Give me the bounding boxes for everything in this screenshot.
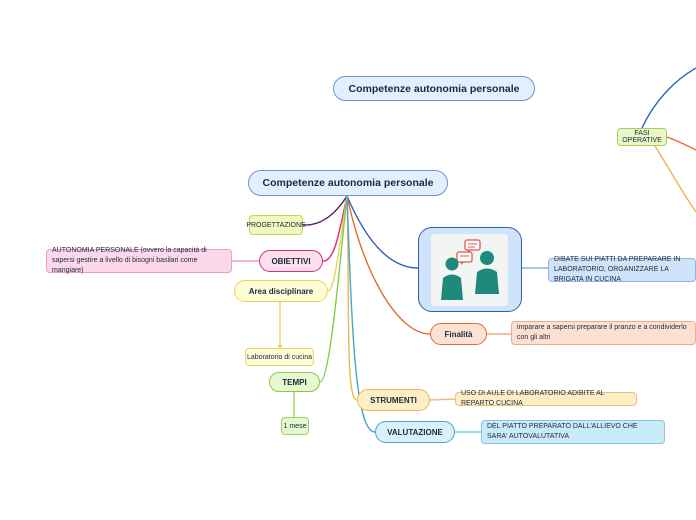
laboratorio-node[interactable]: Laboratorio di cucina (245, 348, 314, 366)
fasi-operative-node[interactable]: FASI OPERATIVE (617, 128, 667, 146)
dibate-note[interactable]: DIBATE SUI PIATTI DA PREPARARE IN LABORA… (548, 256, 696, 283)
link-area (327, 195, 348, 292)
obiettivi-note[interactable]: AUTONOMIA PERSONALE (ovvero la capacità … (46, 247, 232, 274)
link-tempi (319, 195, 348, 383)
area-arrow-head (277, 345, 283, 349)
link-strumenti-note (429, 398, 456, 401)
link-valutazione (346, 195, 376, 433)
obiettivi-node[interactable]: OBIETTIVI (259, 250, 323, 272)
link-fasi-down (654, 145, 696, 213)
central-topic[interactable]: Competenze autonomia personale (248, 170, 448, 196)
finalita-node[interactable]: Finalità (430, 323, 487, 345)
tempi-node[interactable]: TEMPI (269, 372, 320, 392)
mese-node[interactable]: 1 mese (281, 417, 309, 435)
link-fasi-right (666, 136, 696, 151)
link-finalita (346, 195, 431, 335)
link-fasi-up (641, 67, 696, 129)
top-title[interactable]: Competenze autonomia personale (333, 76, 535, 101)
discussion-image-node[interactable] (418, 227, 522, 312)
finalita-note[interactable]: imparare a sapersi preparare il pranzo e… (511, 321, 696, 345)
link-progettazione (302, 195, 348, 226)
area-disciplinare-node[interactable]: Area disciplinare (234, 280, 328, 302)
progettazione-node[interactable]: PROGETTAZIONE (246, 215, 306, 235)
valutazione-node[interactable]: VALUTAZIONE (375, 421, 455, 443)
strumenti-node[interactable]: STRUMENTI (357, 389, 430, 411)
link-image (346, 195, 419, 269)
two-people-talking-icon (431, 234, 508, 306)
valutazione-note[interactable]: DEL PIATTO PREPARATO DALL'ALLIEVO CHE SA… (481, 420, 665, 444)
strumenti-note[interactable]: USO DI AULE DI LABORATORIO ADIBITE AL RE… (455, 390, 637, 407)
